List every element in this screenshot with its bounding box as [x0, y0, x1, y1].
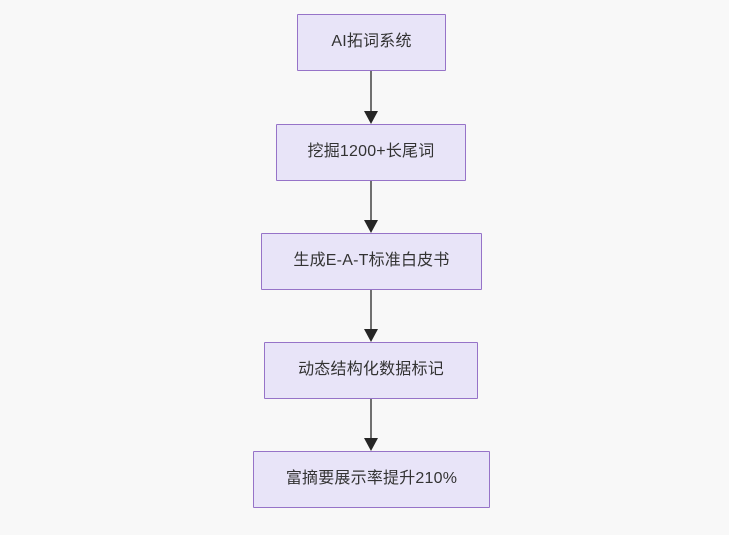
- flow-node-label: 挖掘1200+长尾词: [307, 143, 435, 160]
- flow-node-mine-longtail-keywords[interactable]: 挖掘1200+长尾词: [276, 124, 466, 181]
- flow-node-dynamic-structured-data-markup[interactable]: 动态结构化数据标记: [264, 342, 478, 399]
- edge-n2-n3: [364, 181, 378, 233]
- flow-node-ai-keyword-system[interactable]: AI拓词系统: [297, 14, 446, 71]
- flow-node-label: 动态结构化数据标记: [298, 361, 444, 378]
- arrowhead-icon: [364, 438, 378, 451]
- flow-node-label: AI拓词系统: [331, 33, 412, 50]
- edge-n4-n5: [364, 399, 378, 451]
- edge-n1-n2: [364, 71, 378, 124]
- arrowhead-icon: [364, 329, 378, 342]
- arrowhead-icon: [364, 220, 378, 233]
- edge-n3-n4: [364, 290, 378, 342]
- flow-node-generate-eat-whitepaper[interactable]: 生成E-A-T标准白皮书: [261, 233, 482, 290]
- flow-node-label: 富摘要展示率提升210%: [285, 470, 458, 487]
- arrowhead-icon: [364, 111, 378, 124]
- flow-node-rich-snippet-impression-uplift[interactable]: 富摘要展示率提升210%: [253, 451, 490, 508]
- flow-node-label: 生成E-A-T标准白皮书: [293, 252, 450, 269]
